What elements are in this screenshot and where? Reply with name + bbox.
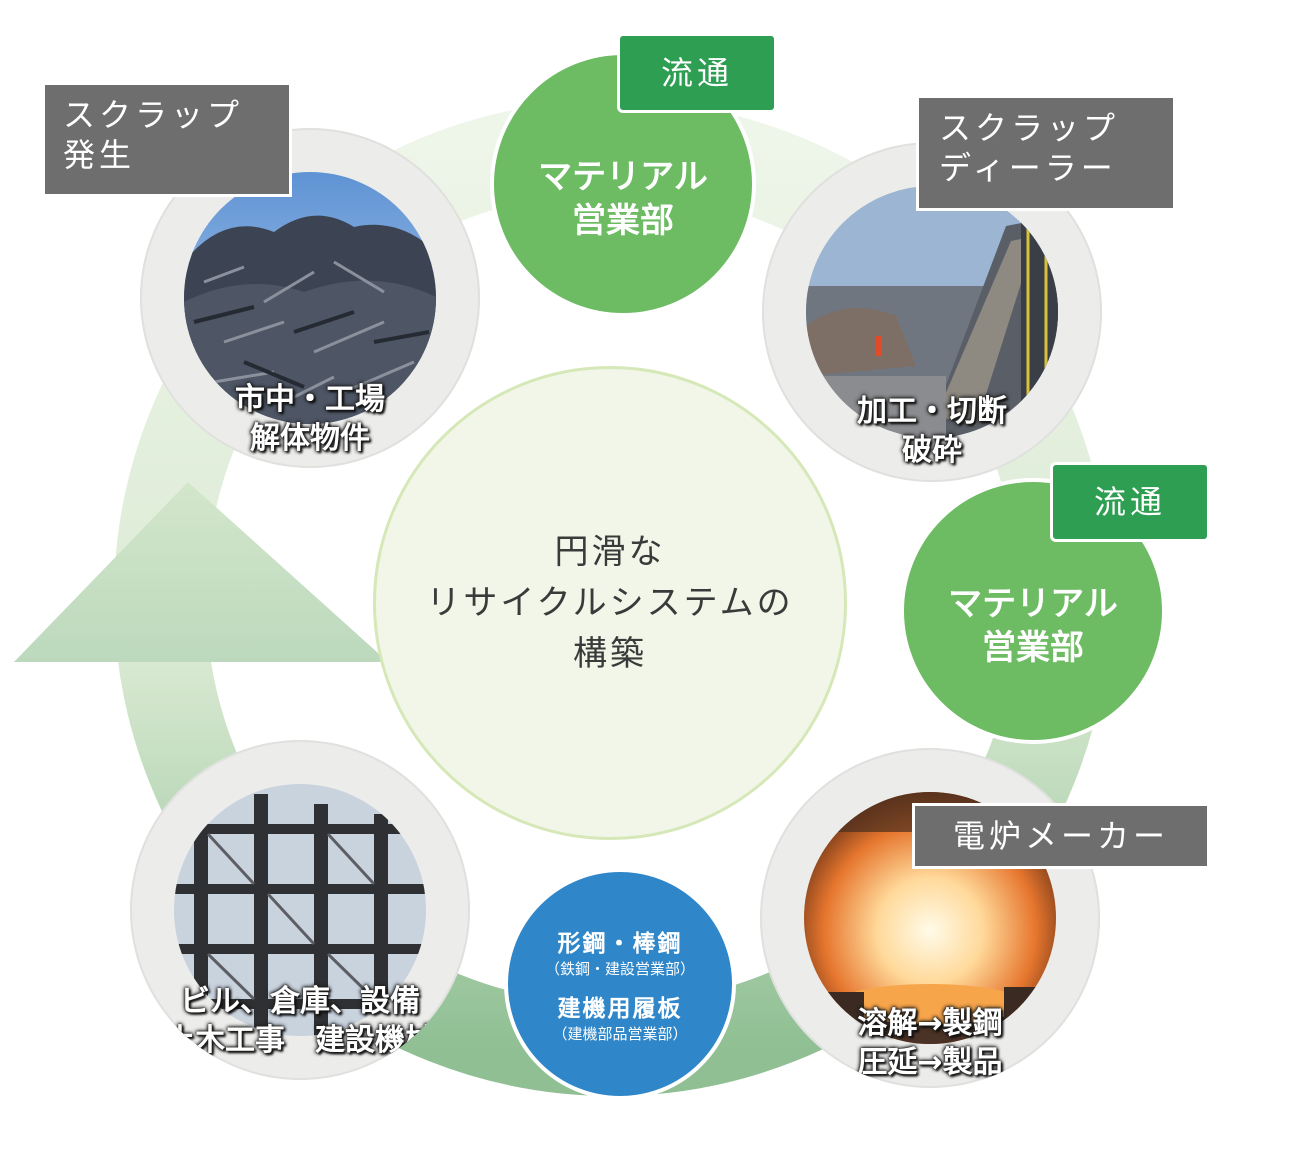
- steel-frame-photo: [174, 784, 426, 1036]
- center-circle: 円滑な リサイクルシステムの 構築: [373, 366, 847, 840]
- scrap-dealer-caption-line2: 破砕: [902, 433, 962, 468]
- cycle-arrow-head: [14, 482, 388, 662]
- scrap-dealer-caption-line1: 加工・切断: [857, 394, 1007, 429]
- scrap-generation-tag: スクラップ 発生: [42, 82, 292, 197]
- material-sales-top-line1: マテリアル: [538, 156, 708, 197]
- scrap-generation-tag-line1: スクラップ: [63, 96, 244, 134]
- material-sales-top-line2: 営業部: [572, 201, 674, 241]
- products-line1: 形鋼・棒鋼: [557, 931, 683, 957]
- scrap-dealer-tag: スクラップ ディーラー: [916, 95, 1176, 211]
- scrap-generation-tag-line2: 発生: [63, 136, 136, 174]
- distribution-top-tag: 流通: [617, 33, 777, 113]
- products-line2-sub: （建機部品営業部）: [552, 1025, 688, 1043]
- distribution-right-tag: 流通: [1050, 462, 1210, 542]
- scrap-generation-circle: 市中・工場 解体物件: [140, 128, 480, 468]
- furnace-caption-line1: 溶解→製鋼: [857, 1006, 1003, 1041]
- construction-circle: ビル、倉庫、設備 土木工事 建設機械: [130, 740, 470, 1080]
- products-line2: 建機用履板: [557, 996, 683, 1022]
- products-line1-sub: （鉄鋼・建設営業部）: [544, 960, 695, 978]
- scrap-generation-caption-line1: 市中・工場: [235, 382, 385, 417]
- electric-furnace-circle: 溶解→製鋼 圧延→製品: [760, 748, 1100, 1088]
- material-sales-right-line1: マテリアル: [948, 583, 1118, 624]
- center-title-line1: 円滑な: [554, 531, 666, 572]
- scrap-dealer-tag-line2: ディーラー: [939, 149, 1117, 187]
- electric-furnace-tag: 電炉メーカー: [912, 803, 1210, 869]
- center-title-line3: 構築: [573, 633, 647, 674]
- scrap-dealer-tag-line1: スクラップ: [939, 109, 1120, 147]
- products-circle: 形鋼・棒鋼 （鉄鋼・建設営業部） 建機用履板 （建機部品営業部）: [504, 868, 736, 1100]
- scrap-generation-caption-line2: 解体物件: [250, 421, 370, 456]
- scrap-pile-photo: [184, 172, 436, 424]
- furnace-caption-line2: 圧延→製品: [857, 1045, 1003, 1080]
- construction-caption-line1: ビル、倉庫、設備: [180, 984, 420, 1019]
- material-sales-right-line2: 営業部: [982, 628, 1084, 668]
- construction-caption-line2: 土木工事 建設機械: [165, 1023, 435, 1058]
- center-title-line2: リサイクルシステムの: [426, 582, 794, 623]
